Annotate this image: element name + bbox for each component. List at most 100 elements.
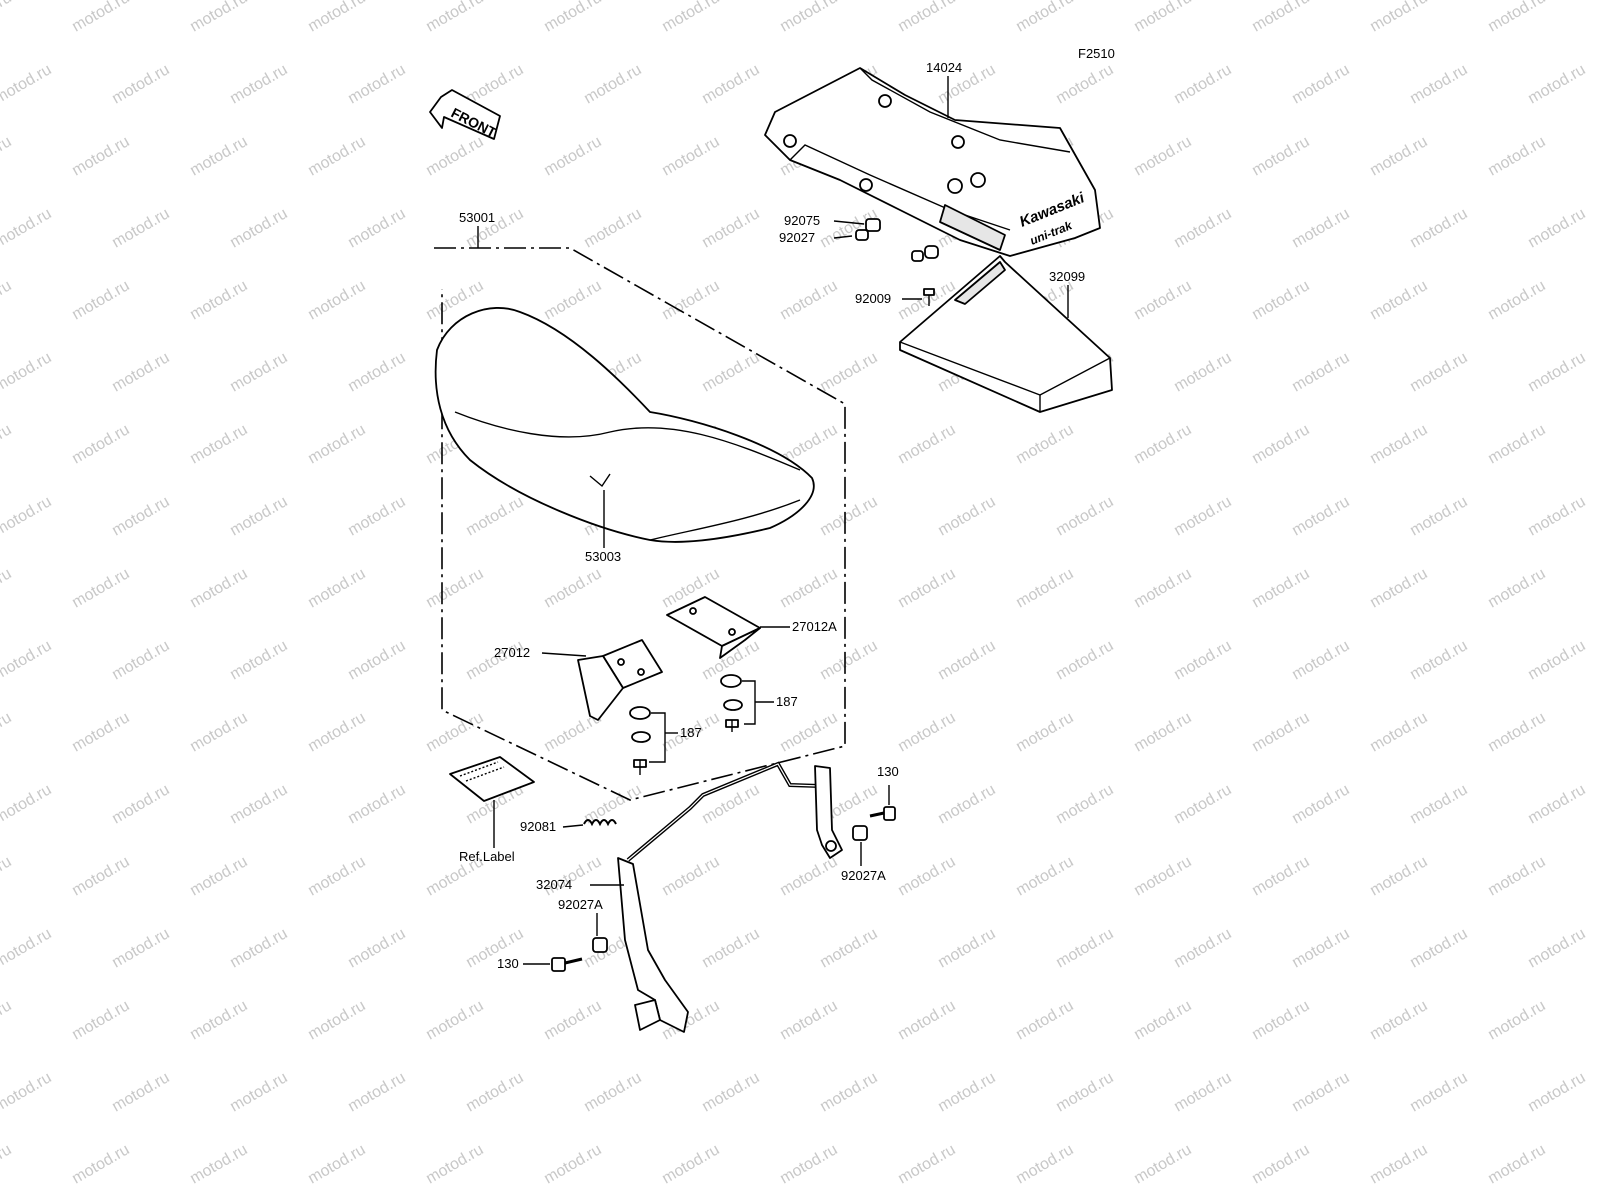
reference-label-sheet (449, 756, 535, 802)
watermark-text: motod.ru (1131, 709, 1194, 755)
tail-pad-part (899, 255, 1113, 413)
callout-27012: 27012 (494, 645, 530, 660)
watermark-text: motod.ru (1485, 133, 1548, 179)
callout-ref-label: Ref.Label (459, 849, 515, 864)
callout-53001: 53001 (459, 210, 495, 225)
watermark-text: motod.ru (777, 1141, 840, 1187)
watermark-text: motod.ru (581, 61, 644, 107)
watermark-text: motod.ru (895, 1141, 958, 1187)
watermark-text: motod.ru (0, 853, 14, 899)
watermark-text: motod.ru (109, 493, 172, 539)
watermark-text: motod.ru (1171, 493, 1234, 539)
watermark-text: motod.ru (0, 61, 54, 107)
bracket-27012A (666, 596, 761, 659)
watermark-text: motod.ru (935, 1069, 998, 1115)
watermark-text: motod.ru (345, 349, 408, 395)
watermark-text: motod.ru (895, 853, 958, 899)
watermark-text: motod.ru (1407, 781, 1470, 827)
watermark-text: motod.ru (935, 925, 998, 971)
watermark-text: motod.ru (1171, 205, 1234, 251)
watermark-text: motod.ru (305, 421, 368, 467)
watermark-text: motod.ru (699, 205, 762, 251)
watermark-text: motod.ru (659, 0, 722, 35)
watermark-text: motod.ru (305, 0, 368, 35)
watermark-text: motod.ru (1289, 205, 1352, 251)
bracket-27012 (577, 639, 663, 721)
watermark-text: motod.ru (69, 997, 132, 1043)
watermark-text: motod.ru (187, 709, 250, 755)
watermark-text: motod.ru (541, 1141, 604, 1187)
watermark-text: motod.ru (1013, 853, 1076, 899)
watermark-text: motod.ru (1249, 0, 1312, 35)
watermark-text: motod.ru (1171, 349, 1234, 395)
bolt-icon (633, 759, 647, 775)
watermark-text: motod.ru (1013, 1141, 1076, 1187)
watermark-text: motod.ru (463, 1069, 526, 1115)
watermark-text: motod.ru (1289, 61, 1352, 107)
seat-part (434, 307, 815, 543)
watermark-text: motod.ru (1407, 61, 1470, 107)
watermark-text: motod.ru (1485, 1141, 1548, 1187)
callout-53003: 53003 (585, 549, 621, 564)
watermark-text: motod.ru (345, 61, 408, 107)
watermark-text: motod.ru (1407, 925, 1470, 971)
watermark-text: motod.ru (0, 349, 54, 395)
watermark-text: motod.ru (345, 493, 408, 539)
watermark-text: motod.ru (581, 205, 644, 251)
seat-lock-bracket (617, 761, 843, 1033)
watermark-text: motod.ru (0, 709, 14, 755)
watermark-text: motod.ru (1289, 493, 1352, 539)
watermark-text: motod.ru (777, 277, 840, 323)
watermark-text: motod.ru (345, 205, 408, 251)
watermark-text: motod.ru (1249, 421, 1312, 467)
washer-icon (723, 699, 743, 711)
watermark-text: motod.ru (1525, 349, 1588, 395)
bolt-icon (725, 719, 739, 732)
callout-32074: 32074 (536, 877, 572, 892)
washer-icon (631, 731, 651, 743)
watermark-text: motod.ru (69, 421, 132, 467)
watermark-text: motod.ru (1407, 493, 1470, 539)
watermark-text: motod.ru (1249, 997, 1312, 1043)
watermark-text: motod.ru (1367, 421, 1430, 467)
watermark-text: motod.ru (227, 925, 290, 971)
watermark-text: motod.ru (1525, 61, 1588, 107)
watermark-text: motod.ru (109, 925, 172, 971)
callout-92027A-right: 92027A (841, 868, 886, 883)
watermark-text: motod.ru (423, 1141, 486, 1187)
watermark-text: motod.ru (895, 0, 958, 35)
watermark-text: motod.ru (305, 133, 368, 179)
callout-32099: 32099 (1049, 269, 1085, 284)
watermark-text: motod.ru (1053, 925, 1116, 971)
watermark-text: motod.ru (541, 133, 604, 179)
watermark-text: motod.ru (227, 205, 290, 251)
watermark-text: motod.ru (1485, 565, 1548, 611)
watermark-text: motod.ru (777, 0, 840, 35)
watermark-text: motod.ru (935, 493, 998, 539)
grommet-icon (924, 245, 939, 259)
watermark-text: motod.ru (581, 1069, 644, 1115)
watermark-text: motod.ru (1367, 1141, 1430, 1187)
watermark-text: motod.ru (305, 853, 368, 899)
watermark-text: motod.ru (109, 1069, 172, 1115)
watermark-text: motod.ru (1367, 0, 1430, 35)
watermark-text: motod.ru (1485, 0, 1548, 35)
callout-27012A: 27012A (792, 619, 837, 634)
watermark-text: motod.ru (305, 277, 368, 323)
watermark-text: motod.ru (895, 709, 958, 755)
watermark-text: motod.ru (1131, 997, 1194, 1043)
callout-130-left: 130 (497, 956, 519, 971)
screw-92009 (923, 288, 935, 306)
watermark-text: motod.ru (1249, 277, 1312, 323)
watermark-text: motod.ru (187, 421, 250, 467)
watermark-text: motod.ru (1289, 925, 1352, 971)
watermark-text: motod.ru (187, 997, 250, 1043)
watermark-text: motod.ru (0, 421, 14, 467)
watermark-text: motod.ru (69, 0, 132, 35)
watermark-text: motod.ru (0, 997, 14, 1043)
callout-92081: 92081 (520, 819, 556, 834)
watermark-text: motod.ru (1249, 565, 1312, 611)
watermark-text: motod.ru (817, 925, 880, 971)
